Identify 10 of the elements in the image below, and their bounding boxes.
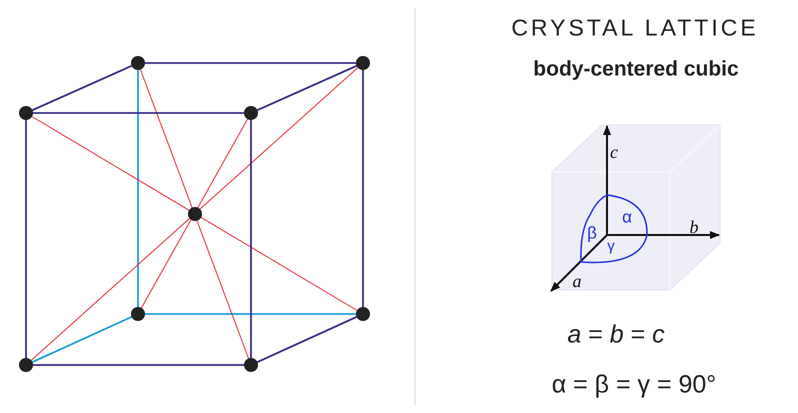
axis-label: c [610,143,618,161]
angle-label: γ [607,238,615,254]
angle-label: α [622,208,632,226]
axis-label: b [690,218,698,236]
equation: a = b = c [567,322,665,348]
subtitle: body-centered cubic [533,58,739,80]
angle-label: β [587,224,597,242]
equation: α = β = γ = 90° [552,372,716,398]
axis-label: a [572,272,582,290]
diagram-title: CRYSTAL LATTICE [511,16,759,40]
